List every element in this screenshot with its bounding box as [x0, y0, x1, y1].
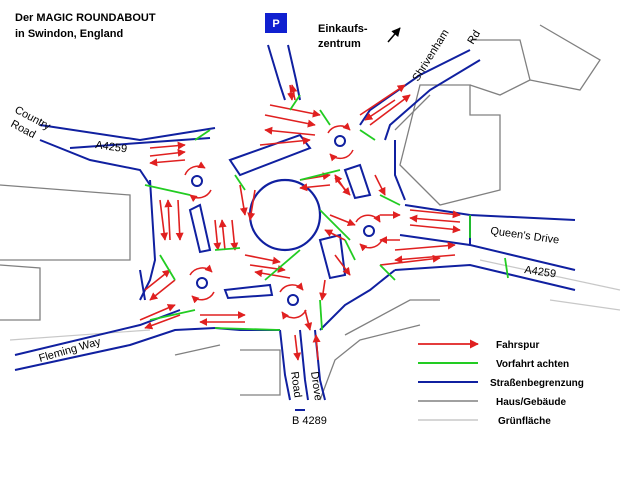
centre-line-2: zentrum [318, 38, 361, 50]
road-fleming-way: Fleming Way [38, 336, 103, 365]
legend-lane-label: Fahrspur [496, 340, 539, 351]
title-line-2: in Swindon, England [15, 28, 123, 40]
legend-kerb-label: Straßenbegrenzung [490, 378, 584, 389]
give-way-lines [144, 94, 509, 331]
road-shrivenham-1: Shrivenham [410, 27, 451, 83]
lane-arrows [139, 84, 461, 361]
green-areas [9, 259, 621, 341]
legend: Fahrspur Vorfahrt achten Straßenbegrenzu… [418, 339, 584, 427]
buildings [0, 24, 601, 401]
road-drove-road-b: Drove [308, 371, 324, 402]
legend-building-label: Haus/Gebäude [496, 397, 566, 408]
parking-sign [265, 13, 287, 33]
mini-roundabouts [191, 135, 375, 306]
central-island [248, 178, 322, 252]
road-shrivenham-2: Rd [465, 28, 483, 46]
road-a4259-right: A4259 [524, 264, 557, 280]
road-b4289: B 4289 [292, 415, 327, 427]
north-east-arrow-icon [387, 27, 401, 43]
parking-label: P [272, 18, 279, 30]
title-line-1: Der MAGIC ROUNDABOUT [15, 12, 156, 24]
legend-give-way-label: Vorfahrt achten [496, 359, 569, 370]
road-a4259-left: A4259 [95, 139, 128, 155]
road-drove-road-a: Road [288, 371, 304, 399]
legend-green-label: Grünfläche [498, 416, 551, 427]
road-queens-drive: Queen's Drive [490, 225, 560, 247]
centre-line-1: Einkaufs- [318, 23, 368, 35]
mini-roundabout-arrows [184, 122, 383, 320]
traffic-islands [188, 133, 372, 300]
